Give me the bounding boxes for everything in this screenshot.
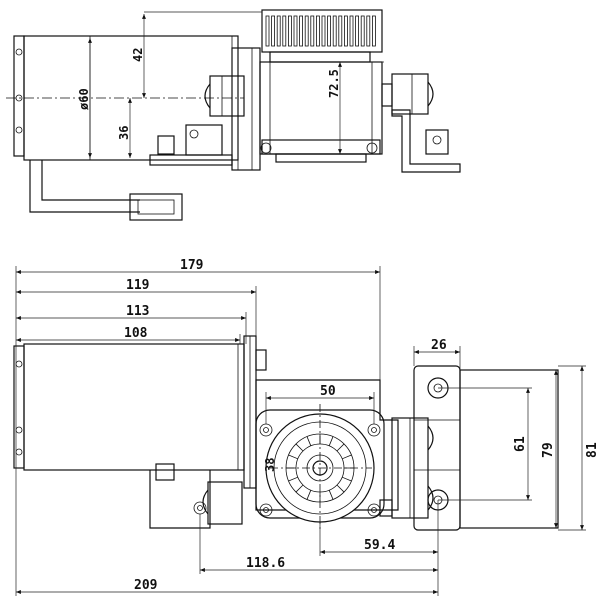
front-bracket-left (149, 470, 211, 529)
dim-81: 81 (585, 442, 600, 458)
front-view: 179 119 113 108 26 50 61 79 81 38 59.4 1… (13, 258, 600, 596)
dim-26: 26 (431, 338, 447, 353)
front-motor-body (23, 343, 245, 471)
dim-d60: ø60 (77, 88, 91, 110)
dim-36: 36 (117, 126, 131, 140)
motor-wire (29, 160, 140, 213)
dim-179: 179 (180, 258, 203, 273)
motor-end-cap (13, 35, 25, 157)
dim-61: 61 (513, 436, 528, 452)
dim-72-5: 72.5 (327, 69, 341, 98)
mount-bracket-right (391, 109, 461, 173)
front-motor-end-cap (13, 345, 25, 469)
dim-108: 108 (124, 326, 148, 341)
dim-119: 119 (126, 278, 149, 293)
dim-79: 79 (541, 442, 556, 458)
dim-209: 209 (134, 578, 157, 593)
gear-teeth (286, 434, 354, 502)
top-view: 42 72.5 ø60 36 (6, 9, 461, 221)
dim-38: 38 (263, 458, 277, 472)
gearbox-flange (231, 47, 261, 171)
dim-118-6: 118.6 (246, 556, 285, 571)
dim-50: 50 (320, 384, 336, 399)
connector (129, 193, 183, 221)
pulley-teeth (265, 15, 376, 47)
dim-59-4: 59.4 (364, 538, 395, 553)
dim-42: 42 (131, 48, 145, 62)
dim-113: 113 (126, 304, 149, 319)
front-bracket-right (413, 365, 461, 531)
